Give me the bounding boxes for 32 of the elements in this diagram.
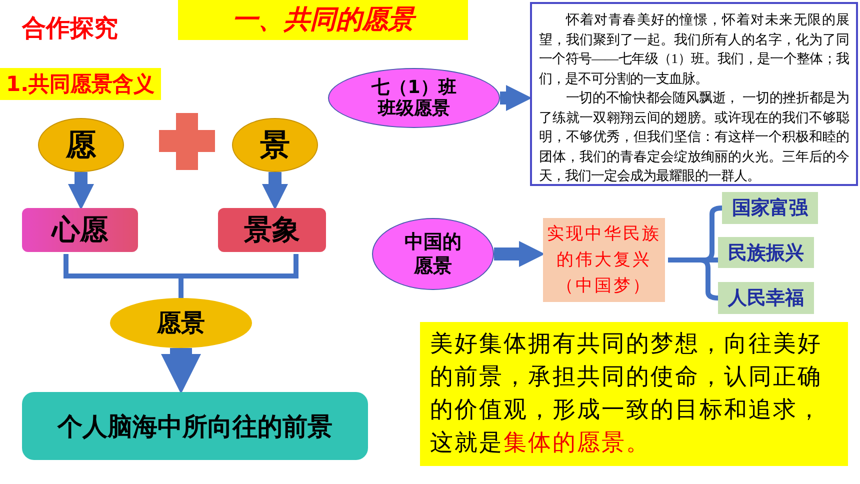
node-label: 中国的愿景 bbox=[404, 230, 462, 278]
heading: 合作探究 bbox=[22, 13, 118, 44]
node-label: 人民幸福 bbox=[728, 286, 804, 311]
node-label: 班级愿景 bbox=[378, 98, 450, 119]
title-banner: 一、共同的愿景 bbox=[178, 0, 468, 40]
node-label: 愿景 bbox=[157, 308, 205, 339]
summary-box bbox=[420, 322, 848, 466]
label-box bbox=[718, 237, 814, 268]
label-box bbox=[718, 282, 814, 314]
node-label: 愿 bbox=[66, 126, 96, 164]
node-label: 民族振兴 bbox=[728, 240, 804, 266]
result-box bbox=[22, 392, 368, 460]
text-box bbox=[530, 2, 858, 186]
paragraph: 一切的不愉快都会随风飘逝， 一切的挫折都是为了练就一双翱翔云间的翅膀。或许现在的我们不够聪明，不够优秀，但我们坚信：有这样一个积极和睦的团体，我们的青春定会绽放绚丽的火光。三年后的今天，我们一定会成为最耀眼的一群人。 bbox=[539, 89, 849, 185]
rounded-box bbox=[218, 208, 326, 252]
node-label: 个人脑海中所向往的前景 bbox=[58, 410, 332, 442]
rounded-box bbox=[22, 208, 138, 252]
label-box bbox=[722, 192, 818, 224]
block-arrow bbox=[161, 348, 201, 394]
node-label: 七（1）班 bbox=[372, 77, 456, 98]
node-label: 心愿 bbox=[52, 212, 108, 248]
node-label: 景象 bbox=[244, 212, 300, 248]
block-arrow bbox=[262, 172, 288, 210]
section-heading: 1.共同愿景含义 bbox=[0, 68, 161, 100]
node-label: 景 bbox=[260, 126, 290, 164]
block-arrow bbox=[494, 241, 545, 267]
paragraph: 怀着对青春美好的憧憬，怀着对未来无限的展望，我们聚到了一起。我们所有人的名字，化为了同一个符号——七年级（1）班。我们，是一个整体；我们，是不可分割的一支血脉。 bbox=[539, 11, 849, 88]
node-label: 实现中华民族的伟大复兴（中国梦） bbox=[546, 223, 662, 298]
block-arrow bbox=[500, 85, 532, 111]
node-label: 美好集体拥有共同的梦想，向往美好的前景，承担共同的使命，认同正确的价值观，形成一致的目标和追求，这就是集体的愿景。 bbox=[430, 330, 823, 458]
node-label: 国家富强 bbox=[732, 196, 808, 221]
block-arrow bbox=[68, 172, 94, 210]
